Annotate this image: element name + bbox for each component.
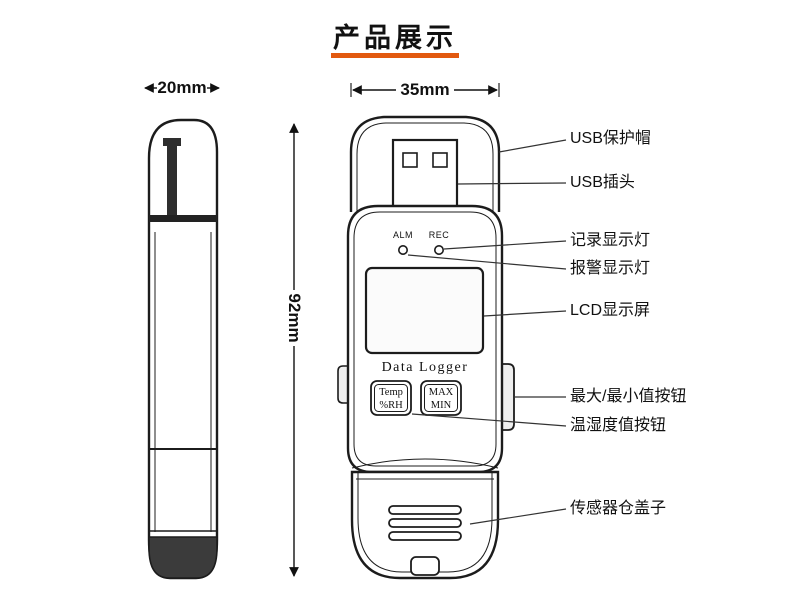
label-lcd-screen: LCD显示屏 [570,302,651,319]
usb-contact-left [402,152,418,168]
vent-slot [388,518,462,528]
temp-button-line1: Temp [379,387,403,398]
leader-lcd-screen [483,310,567,317]
brand-text: Data Logger [382,360,469,375]
label-alarm-light: 报警显示灯 [570,260,651,277]
rec-led-label: REC [429,230,450,240]
leader-sensor-cover [469,508,567,525]
leader-temp-humidity-button [411,413,567,427]
dimension-lines [144,83,500,577]
front-view-drawing: ALM REC Data Logger Temp %RH MAX MIN [337,115,515,580]
bottom-clip [410,556,440,576]
usb-contact-right [432,152,448,168]
leader-record-light [443,240,567,250]
side-sensor-cover [148,536,218,579]
rec-led [433,245,444,256]
label-max-min-button: 最大/最小值按钮 [570,388,687,405]
side-cap-seam [149,215,217,222]
temp-rh-button: Temp %RH [370,380,412,416]
dimension-front-width: 35mm [400,80,450,99]
page-title: 产品展示 [333,23,457,53]
maxmin-button-line1: MAX [429,387,454,398]
dimension-side-width: 20mm [157,78,207,97]
maxmin-button-line2: MIN [431,400,452,411]
vent-slot [388,531,462,541]
alm-led [397,245,408,256]
max-min-button: MAX MIN [420,380,462,416]
usb-cap-outline [349,115,501,212]
label-usb-plug: USB插头 [570,174,635,191]
leader-usb-cap [498,139,567,153]
title-underline [331,53,459,58]
side-max-min-button [501,363,515,431]
side-view-drawing [147,118,219,580]
sensor-cover [350,470,500,580]
label-usb-cap: USB保护帽 [570,130,651,147]
alm-led-label: ALM [393,230,413,240]
leader-usb-plug [457,182,567,185]
label-sensor-cover: 传感器仓盖子 [570,500,667,517]
usb-plug [391,138,459,214]
left-side-ridge [337,365,349,404]
lcd-screen [364,266,485,355]
label-record-light: 记录显示灯 [570,232,651,249]
leader-alarm-light [407,254,567,270]
label-temp-humidity-button: 温湿度值按钮 [570,417,667,434]
leader-lines [407,139,567,525]
side-usb-plug-bar [167,142,177,215]
temp-button-line2: %RH [379,400,403,411]
vent-slot [388,505,462,515]
